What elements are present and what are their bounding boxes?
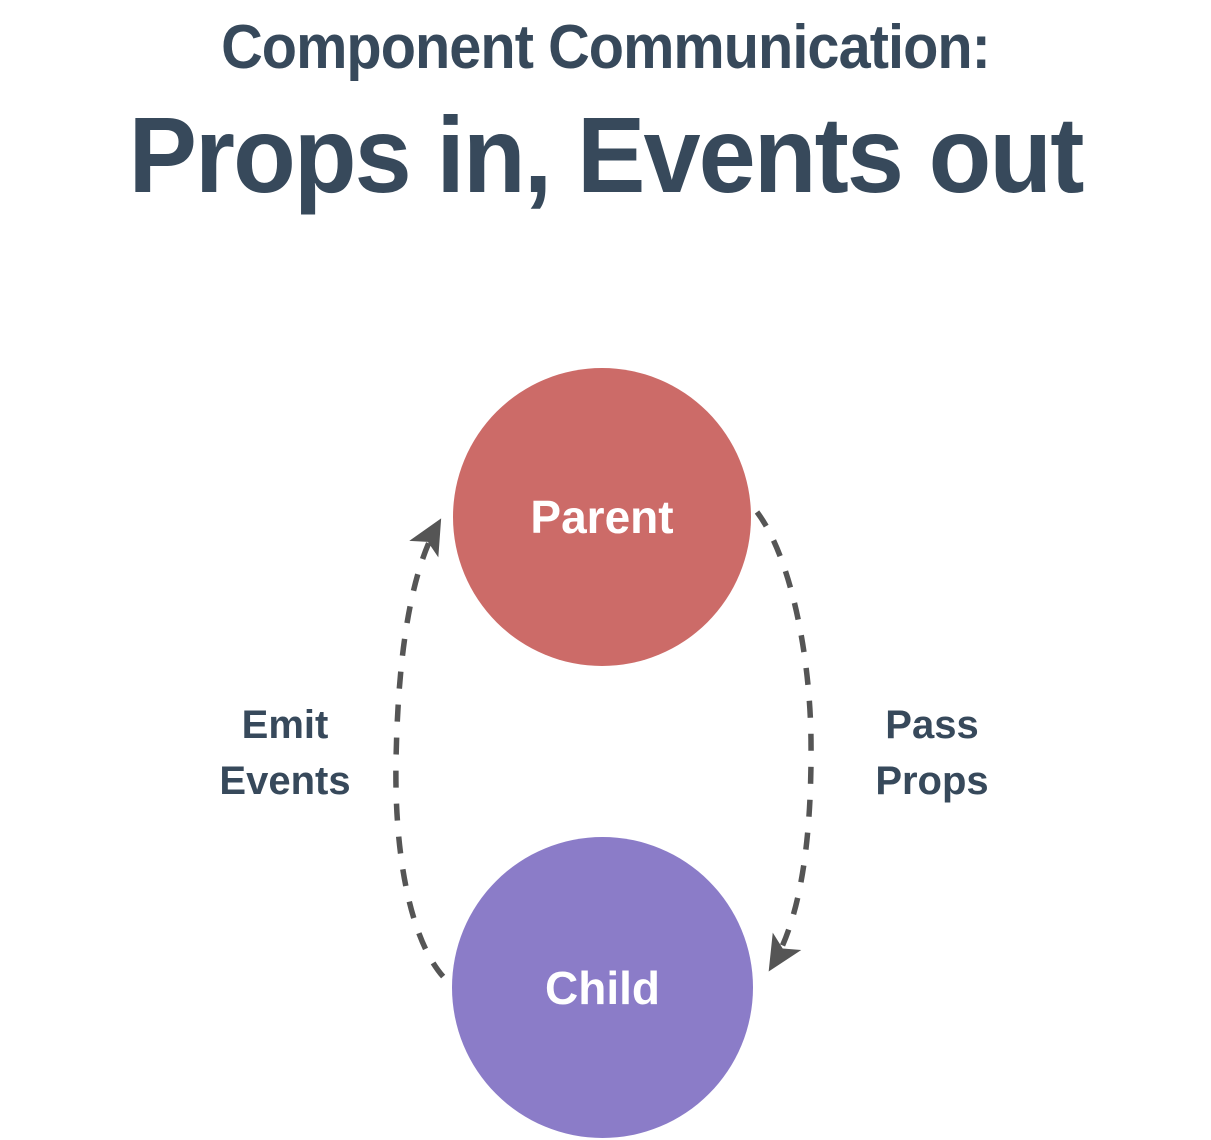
edge-emit-events-arrow bbox=[393, 518, 471, 998]
edge-label-emit-events: Emit Events bbox=[175, 697, 395, 809]
title-line-2: Props in, Events out bbox=[128, 94, 1085, 215]
edge-pass-props-arrow bbox=[754, 510, 814, 972]
edge-label-emit-events-line2: Events bbox=[219, 759, 351, 803]
node-child-label: Child bbox=[545, 961, 660, 1014]
node-child[interactable]: Child bbox=[452, 837, 753, 1138]
node-parent[interactable]: Parent bbox=[453, 368, 751, 666]
title-line-1: Component Communication: bbox=[221, 13, 991, 82]
edge-label-pass-props-line1: Pass bbox=[885, 703, 979, 747]
edge-label-pass-props: Pass Props bbox=[822, 697, 1042, 809]
page-title: Component Communication: Props in, Event… bbox=[0, 0, 1211, 214]
edge-label-emit-events-line1: Emit bbox=[241, 703, 329, 747]
edge-label-pass-props-line2: Props bbox=[875, 759, 989, 803]
node-parent-label: Parent bbox=[530, 491, 674, 543]
